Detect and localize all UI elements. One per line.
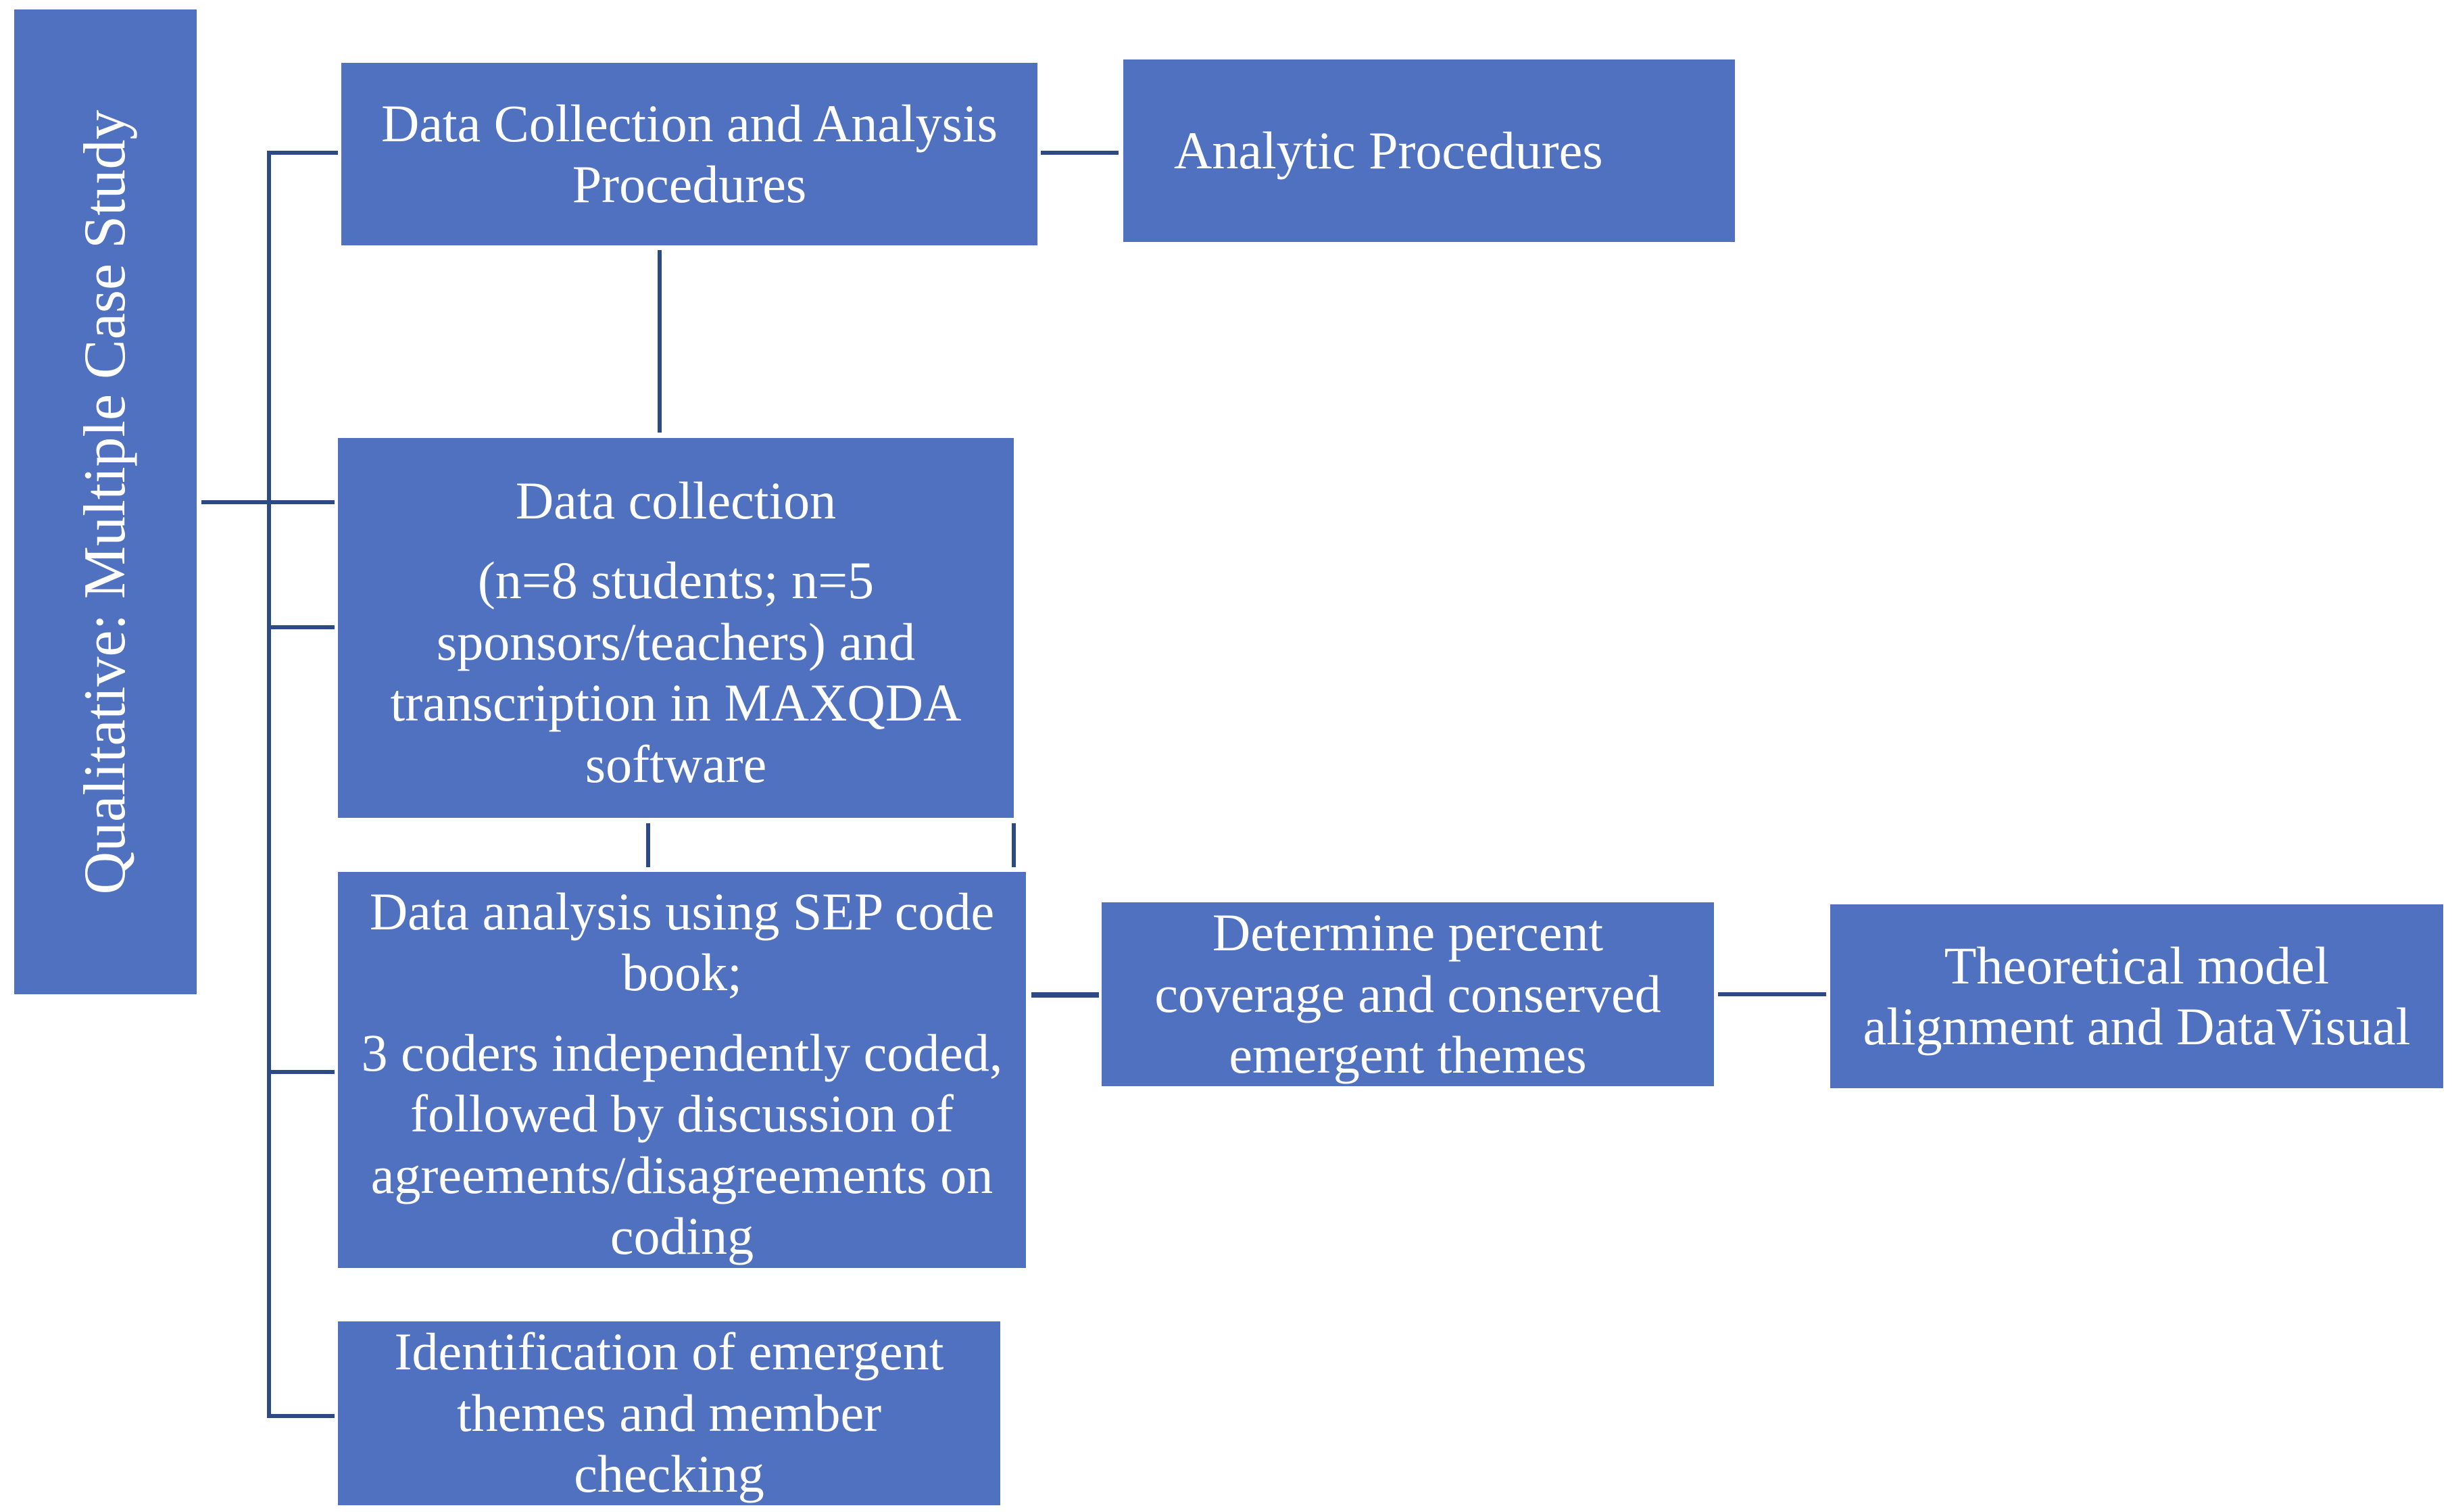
percent-coverage-box: Determine percent coverage and conserved… <box>1102 902 1714 1086</box>
connector-left-spine <box>267 151 271 1418</box>
connector-spine-to-data-collection-upper <box>267 500 335 504</box>
percent-coverage-line-2: coverage and conserved <box>1154 964 1661 1023</box>
connector-spine-to-data-analysis <box>267 1070 335 1074</box>
connector-analysis-to-percent <box>1031 992 1099 998</box>
data-collection-line-2: sponsors/teachers) and <box>436 612 916 671</box>
identification-line-3: checking <box>574 1444 764 1504</box>
connector-data-collection-to-analysis-left <box>646 823 650 867</box>
connector-percent-to-theoretical <box>1718 992 1826 996</box>
procedures-box: Data Collection and Analysis Procedures <box>341 63 1037 245</box>
procedures-label-line-1: Data Collection and Analysis <box>381 93 998 153</box>
identification-box: Identification of emergent themes and me… <box>338 1321 1000 1505</box>
connector-spine-to-data-collection-lower <box>267 625 335 629</box>
theoretical-model-line-2: alignment and DataVisual <box>1863 997 2411 1056</box>
connector-spine-to-procedures <box>267 151 338 155</box>
data-analysis-line-2: book; <box>622 943 742 1002</box>
data-analysis-line-4: followed by discussion of <box>410 1084 954 1144</box>
analytic-procedures-label: Analytic Procedures <box>1174 120 1603 180</box>
data-analysis-line-3: 3 coders independently coded, <box>361 1023 1003 1082</box>
procedures-label-line-2: Procedures <box>572 155 807 214</box>
percent-coverage-line-1: Determine percent <box>1212 903 1604 962</box>
analytic-procedures-box: Analytic Procedures <box>1123 59 1735 242</box>
data-analysis-line-6: coding <box>610 1206 754 1266</box>
identification-line-2: themes and member <box>456 1383 882 1442</box>
data-analysis-box: Data analysis using SEP code book; 3 cod… <box>338 872 1026 1268</box>
data-analysis-line-5: agreements/disagreements on <box>370 1145 994 1204</box>
data-collection-line-1: (n=8 students; n=5 <box>477 551 875 610</box>
connector-procedures-to-analytic <box>1041 151 1119 155</box>
identification-line-1: Identification of emergent <box>394 1322 944 1382</box>
data-analysis-line-1: Data analysis using SEP code <box>369 882 995 941</box>
root-box: Qualitative: Multiple Case Study <box>14 9 197 994</box>
theoretical-model-box: Theoretical model alignment and DataVisu… <box>1830 904 2443 1088</box>
data-collection-heading: Data collection <box>515 471 837 530</box>
data-collection-line-4: software <box>585 734 767 794</box>
theoretical-model-line-1: Theoretical model <box>1944 935 2330 995</box>
data-collection-line-3: transcription in MAXQDA <box>390 673 962 733</box>
connector-data-collection-to-analysis-right <box>1012 823 1016 867</box>
connector-spine-to-identification <box>267 1414 335 1418</box>
percent-coverage-line-3: emergent themes <box>1229 1025 1587 1085</box>
connector-root-to-spine <box>201 500 269 504</box>
root-label: Qualitative: Multiple Case Study <box>72 109 138 894</box>
data-collection-box: Data collection (n=8 students; n=5 spons… <box>338 438 1014 818</box>
connector-procedures-to-data-collection <box>658 250 662 433</box>
